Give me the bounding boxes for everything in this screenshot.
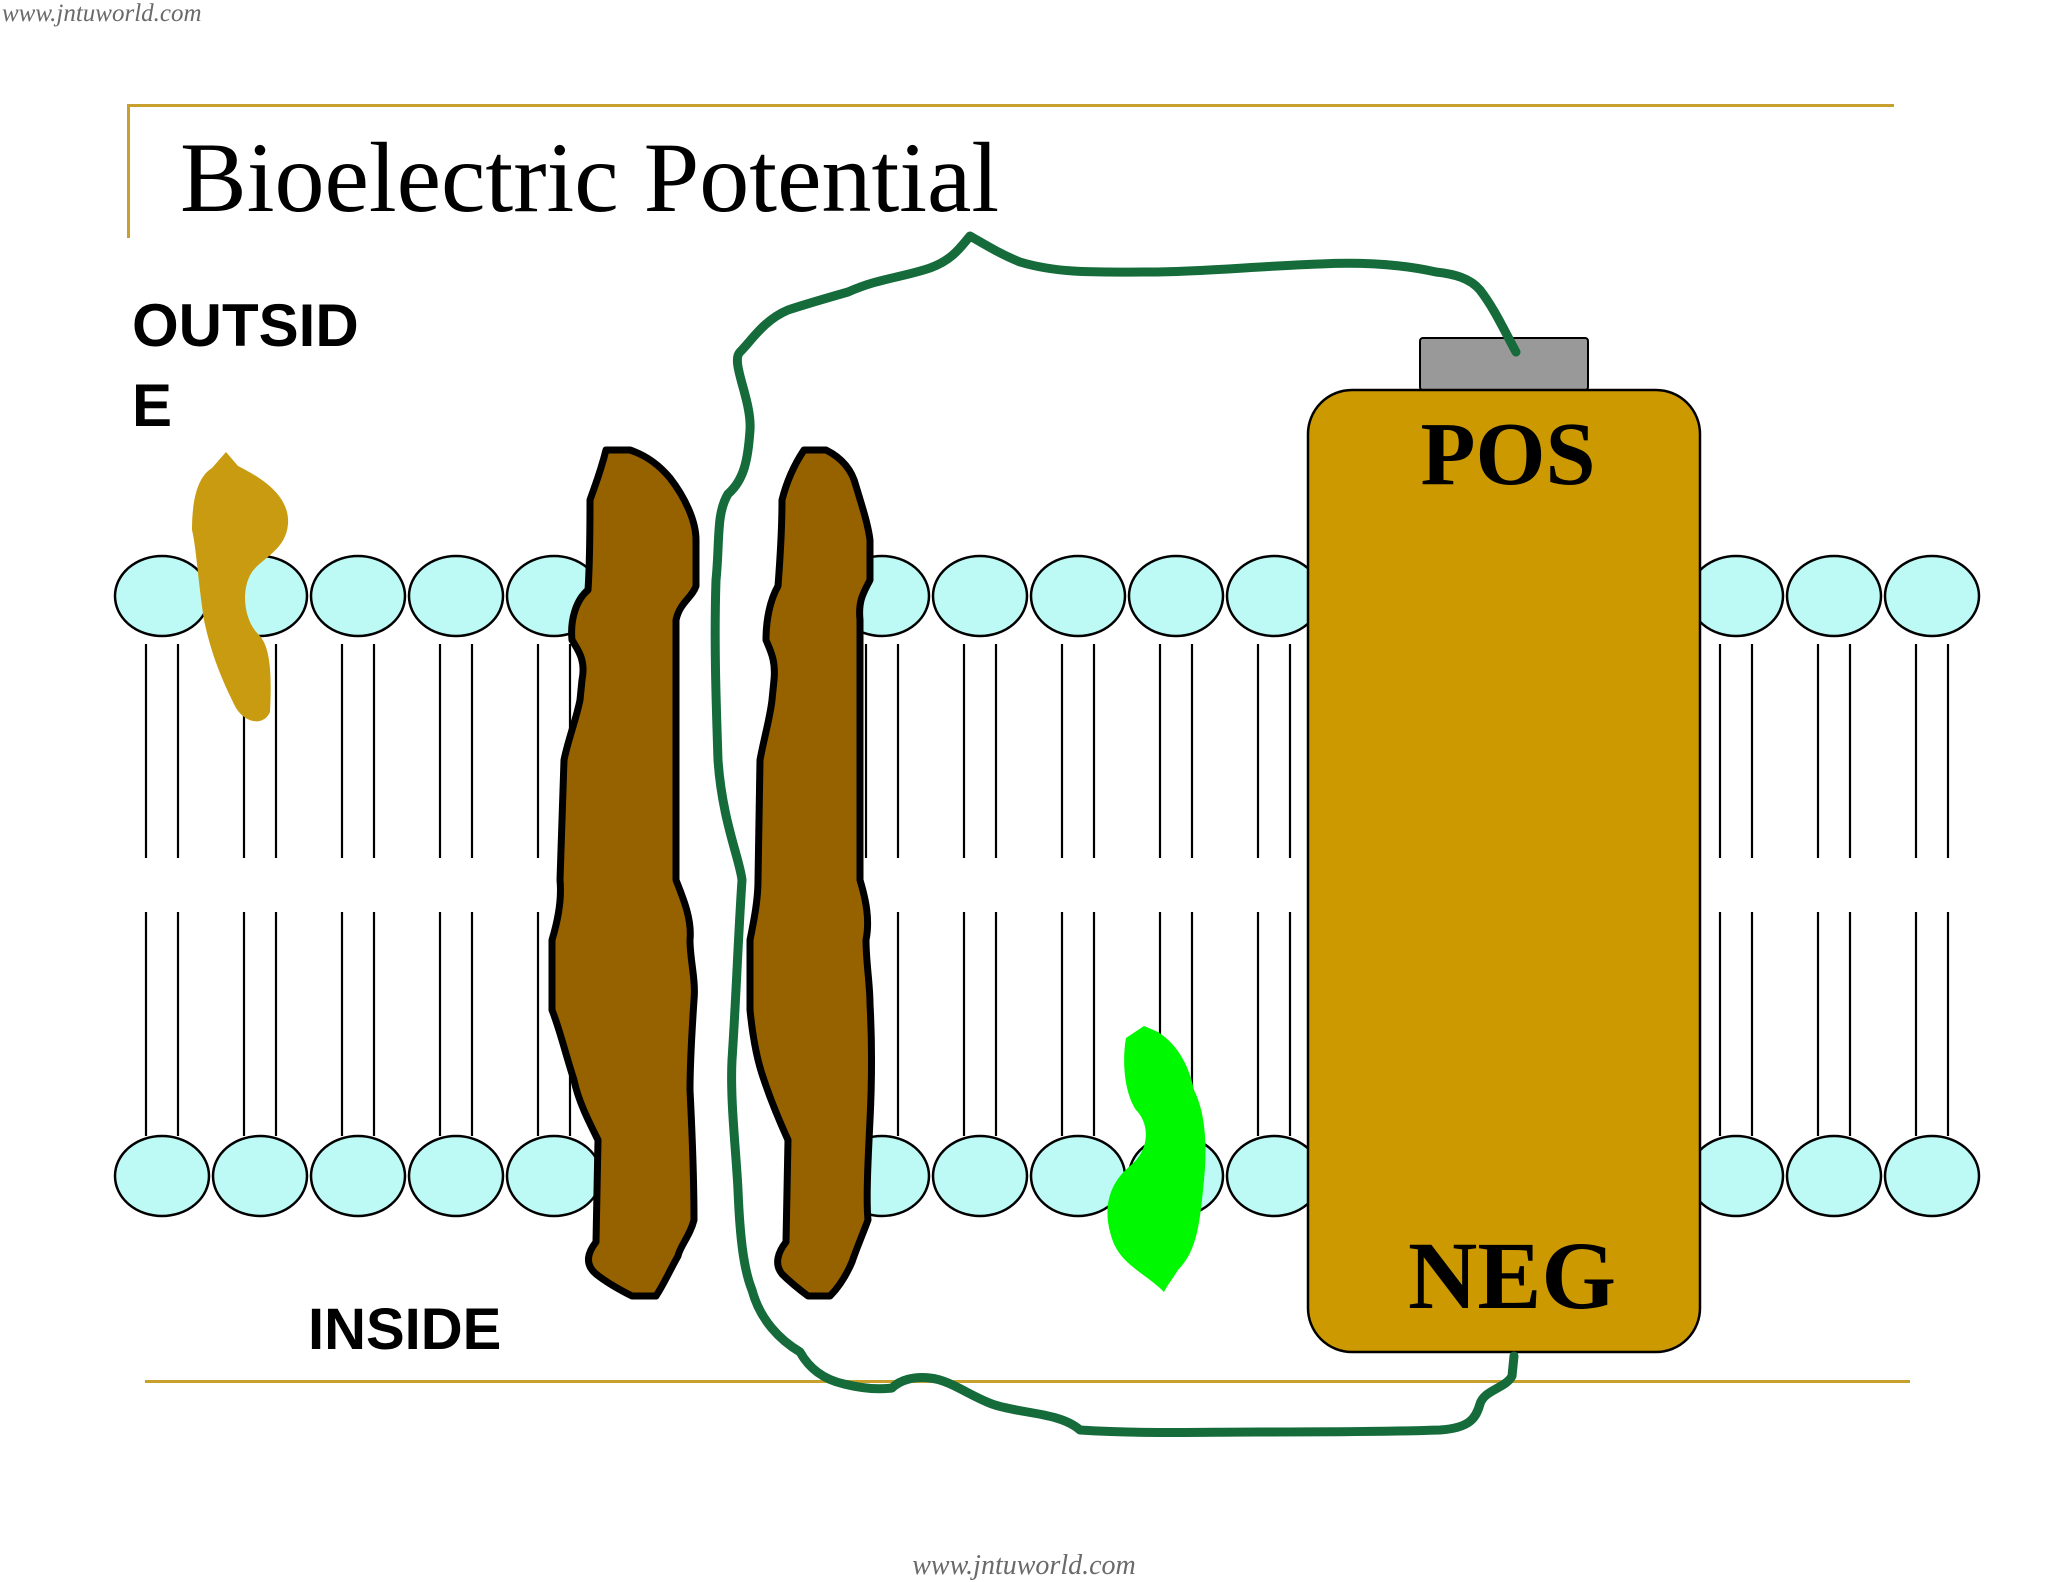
- phospholipid-head-outer: [1785, 554, 1883, 638]
- inside-label: INSIDE: [308, 1297, 502, 1362]
- phospholipid-head-inner: [407, 1134, 505, 1218]
- circuit-wire: [710, 231, 1521, 1437]
- phospholipid-head-outer: [407, 554, 505, 638]
- phospholipid-head-outer: [1127, 554, 1225, 638]
- phospholipid-head-outer: [309, 554, 407, 638]
- phospholipid-heads: [113, 554, 1981, 1218]
- bottom-rule: [145, 1380, 1910, 1383]
- watermark-bottom: www.jntuworld.com: [912, 1550, 1136, 1581]
- phospholipid-head-outer: [113, 554, 211, 638]
- phospholipid-head-inner: [1883, 1134, 1981, 1218]
- peripheral-protein-outer: [192, 452, 289, 722]
- channel-protein-left: [548, 446, 700, 1300]
- title-rule-vertical: [127, 104, 130, 238]
- phospholipid-head-inner: [931, 1134, 1029, 1218]
- phospholipid-head-outer: [931, 554, 1029, 638]
- battery-positive-terminal: [1419, 337, 1589, 391]
- phospholipid-head-inner: [113, 1134, 211, 1218]
- phospholipid-head-inner: [309, 1134, 407, 1218]
- phospholipid-head-inner: [211, 1134, 309, 1218]
- peripheral-protein-inner: [1107, 1026, 1206, 1292]
- outside-label: OUTSIDE: [132, 292, 359, 439]
- battery-positive-label: POS: [1420, 405, 1595, 504]
- phospholipid-head-outer: [1029, 554, 1127, 638]
- slide-title: Bioelectric Potential: [180, 122, 1000, 233]
- phospholipid-head-outer: [1883, 554, 1981, 638]
- phospholipid-head-inner: [1785, 1134, 1883, 1218]
- phospholipid-head-outer: [1687, 554, 1785, 638]
- watermark-top: www.jntuworld.com: [2, 0, 202, 27]
- battery-negative-label: NEG: [1408, 1222, 1616, 1329]
- battery-body: [1306, 388, 1702, 1354]
- title-rule-horizontal: [127, 104, 1894, 107]
- phospholipid-head-inner: [1687, 1134, 1785, 1218]
- phospholipid-head-inner: [505, 1134, 603, 1218]
- channel-protein-right: [746, 446, 875, 1300]
